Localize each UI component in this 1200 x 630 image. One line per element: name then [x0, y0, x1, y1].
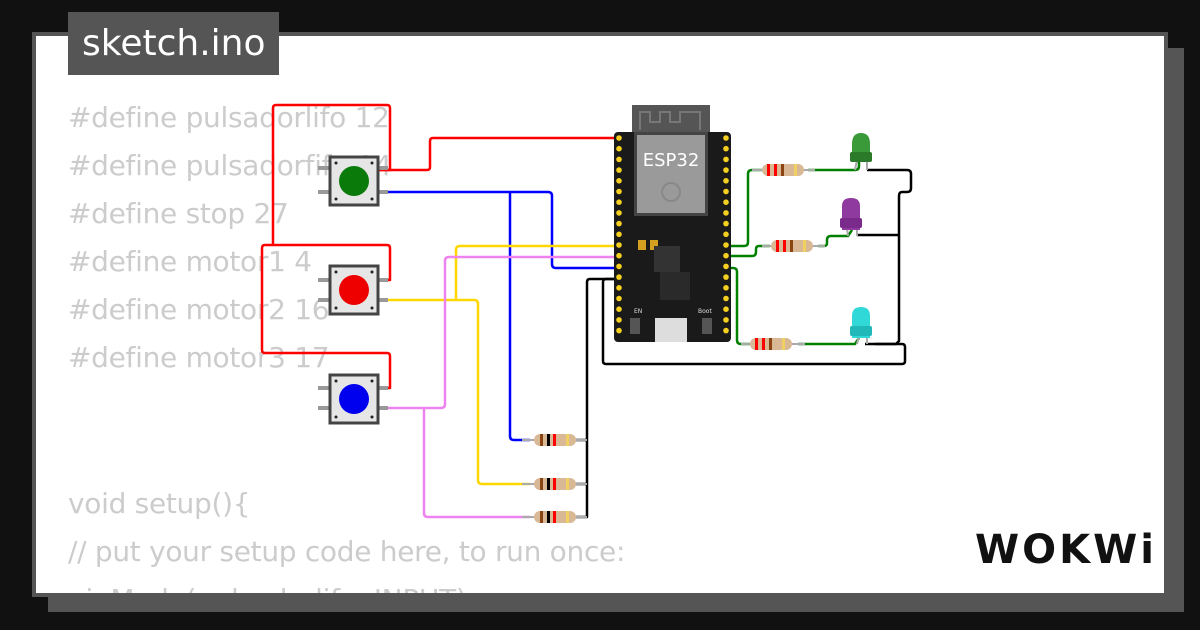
header-pin[interactable] — [616, 295, 622, 302]
header-pin[interactable] — [723, 199, 729, 205]
button-cap-blue — [339, 384, 369, 414]
wire-pink — [386, 255, 620, 410]
header-pin[interactable] — [616, 263, 622, 270]
header-pin[interactable] — [616, 188, 622, 195]
wire-green — [730, 266, 750, 346]
code-line: #define stop 27 — [68, 197, 289, 230]
wire-yellow — [386, 298, 530, 486]
header-pin[interactable] — [723, 317, 729, 323]
header-pin[interactable] — [723, 306, 729, 313]
wire-blue — [386, 190, 620, 270]
wire-green — [818, 229, 854, 248]
header-pin[interactable] — [723, 263, 729, 270]
wire-green — [798, 337, 861, 346]
header-pin[interactable] — [616, 231, 622, 238]
header-pin[interactable] — [616, 199, 622, 205]
header-pin[interactable] — [616, 306, 622, 313]
header-pin[interactable] — [616, 327, 622, 334]
header-pin[interactable] — [723, 274, 729, 280]
wire-black — [585, 277, 620, 440]
resistor — [522, 434, 587, 446]
header-pin[interactable] — [616, 274, 622, 280]
wire-green — [730, 168, 762, 248]
button-cap-red — [339, 275, 369, 305]
resistor — [522, 478, 587, 490]
header-pin[interactable] — [723, 252, 729, 259]
code-line: pinMode(pulsadorlifo, INPUT); — [68, 580, 476, 593]
header-pin[interactable] — [616, 145, 622, 152]
led-purple[interactable] — [840, 198, 862, 237]
resistor — [762, 240, 825, 252]
header-pin[interactable] — [616, 167, 622, 173]
pin-header-right — [723, 135, 729, 334]
header-pin[interactable] — [723, 295, 729, 302]
esp32-board[interactable]: ESP32 EN Boot — [614, 105, 731, 342]
header-pin[interactable] — [723, 156, 729, 163]
header-pin[interactable] — [723, 135, 729, 141]
pushbutton-green[interactable] — [318, 155, 388, 207]
header-pin[interactable] — [723, 327, 729, 334]
file-title-tab: sketch.ino — [68, 12, 280, 75]
wokwi-logo: WOKWi — [975, 527, 1157, 573]
header-pin[interactable] — [616, 285, 622, 291]
resistor — [752, 164, 815, 176]
code-line: #define motor2 16 — [68, 293, 330, 326]
code-line: // put your setup code here, to run once… — [68, 535, 626, 568]
header-pin[interactable] — [616, 252, 622, 259]
header-pin[interactable] — [723, 188, 729, 195]
wire-yellow — [454, 244, 620, 300]
button-cap-green — [339, 166, 369, 196]
boot-label: Boot — [698, 308, 712, 315]
pushbutton-red[interactable] — [318, 264, 388, 316]
wire-black — [601, 277, 907, 366]
preview-panel: #define pulsadorlifo 12 #define pulsador… — [32, 32, 1168, 597]
header-pin[interactable] — [616, 210, 622, 216]
header-pin[interactable] — [723, 231, 729, 238]
header-pin[interactable] — [723, 145, 729, 152]
wire-red — [378, 136, 617, 172]
header-pin[interactable] — [723, 210, 729, 216]
code-line: void setup(){ — [68, 487, 251, 520]
resistor — [522, 511, 587, 523]
wire-blue — [508, 192, 530, 442]
led-green[interactable] — [850, 133, 872, 171]
code-line: #define pulsadorlifo 12 — [68, 101, 390, 134]
header-pin[interactable] — [723, 167, 729, 173]
header-pin[interactable] — [616, 242, 622, 248]
header-pin[interactable] — [616, 135, 622, 141]
wire-green — [730, 244, 770, 258]
header-pin[interactable] — [616, 220, 622, 227]
en-label: EN — [634, 308, 642, 315]
wire-black — [575, 438, 589, 519]
resistor — [741, 338, 805, 350]
wire-black — [857, 168, 913, 346]
preview-canvas: #define pulsadorlifo 12 #define pulsador… — [36, 36, 1164, 593]
header-pin[interactable] — [723, 285, 729, 291]
header-pin[interactable] — [723, 242, 729, 248]
header-pin[interactable] — [616, 317, 622, 323]
pin-header-left — [616, 135, 622, 334]
wire-red — [271, 103, 392, 245]
code-line: #define motor1 4 — [68, 245, 312, 278]
esp32-label: ESP32 — [643, 150, 700, 171]
wire-red — [260, 243, 392, 390]
header-pin[interactable] — [616, 178, 622, 184]
header-pin[interactable] — [616, 156, 622, 163]
header-pin[interactable] — [723, 178, 729, 184]
pushbutton-blue[interactable] — [318, 373, 388, 425]
wire-pink — [422, 408, 530, 519]
header-pin[interactable] — [723, 220, 729, 227]
code-line: #define motor3 17 — [68, 341, 330, 374]
led-cyan[interactable] — [850, 307, 872, 345]
